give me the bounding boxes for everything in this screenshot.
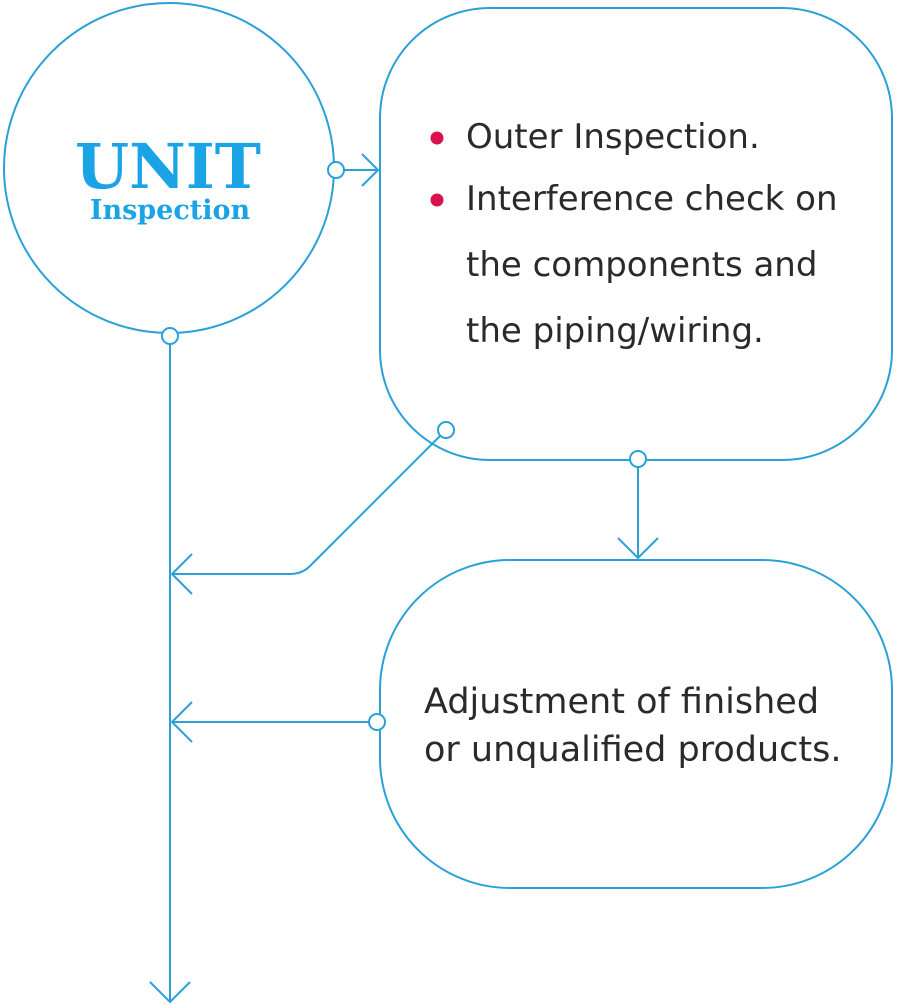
unit-subtitle: Inspection <box>90 195 251 226</box>
bullet-dot-2 <box>430 193 444 207</box>
bullet-2-line-2: the components and <box>466 245 817 285</box>
connector-box-to-main-line <box>170 435 441 595</box>
main-vertical-flow <box>149 344 191 1004</box>
bullet-2-line-3: the piping/wiring. <box>466 311 764 351</box>
connector-node-circle-right <box>327 161 345 179</box>
adjustment-box <box>379 559 893 889</box>
connector-node-box-lower-left <box>437 421 455 439</box>
connector-node-circle-bottom <box>161 327 179 345</box>
adjustment-line-1: Adjustment of finished <box>424 682 819 722</box>
bullet-2-line-1: Interference check on <box>466 179 838 219</box>
bullet-dot-1 <box>430 131 444 145</box>
bullet-1-line-1: Outer Inspection. <box>466 117 760 157</box>
adjustment-line-2: or unqualified products. <box>424 730 842 770</box>
connector-adjustment-to-main-line <box>170 701 370 743</box>
unit-title: UNIT <box>75 130 261 203</box>
connector-node-box-bottom <box>629 450 647 468</box>
connector-box-to-adjustment <box>617 466 659 560</box>
connector-node-adjustment-left <box>368 713 386 731</box>
connector-circle-to-box <box>344 153 380 187</box>
inspection-details-box <box>379 7 893 461</box>
